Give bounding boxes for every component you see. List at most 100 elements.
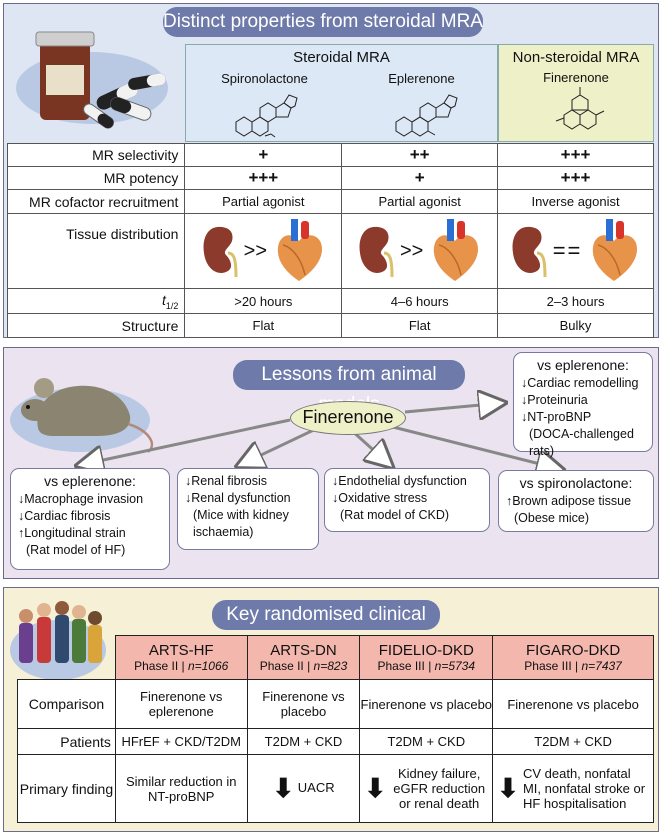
box-vs-eplerenone-hf: vs eplerenone: ↓Macrophage invasion ↓Car… xyxy=(10,468,170,570)
finding-cell: ⬇ UACR xyxy=(246,754,361,823)
box-note: (Rat model of HF) xyxy=(26,543,126,557)
table-row: Tissue distribution >> >> == xyxy=(6,213,654,289)
cell-value: T2DM + CKD xyxy=(492,728,654,755)
item-text: Renal dysfunction xyxy=(191,491,291,505)
cell-value: T2DM + CKD xyxy=(359,728,494,755)
pill-bottle-icon xyxy=(16,31,168,129)
box-kidney-ischaemia: ↓Renal fibrosis ↓Renal dysfunction (Mice… xyxy=(177,468,319,550)
trial-name: FIDELIO-DKD xyxy=(378,642,474,659)
heart-icon xyxy=(593,219,638,281)
kidney-icon xyxy=(203,226,238,278)
tissue-ratio: == xyxy=(552,238,583,263)
cell-value: + xyxy=(341,166,499,190)
down-arrow-icon: ⬇ xyxy=(364,773,387,803)
finding-text: CV death, nonfatal MI, nonfatal stroke o… xyxy=(522,766,646,811)
finding-text: UACR xyxy=(297,779,335,795)
list-item: ↓NT-proBNP xyxy=(521,409,645,426)
finding-text: Kidney failure, eGFR reduction or renal … xyxy=(393,766,486,811)
cell-value: +++ xyxy=(497,143,654,167)
cell-value: +++ xyxy=(497,166,654,190)
box-header: vs eplerenone: xyxy=(537,357,629,373)
down-arrow-icon: ↓ xyxy=(18,492,25,506)
down-arrow-icon: ↓ xyxy=(521,393,528,407)
row-label: Structure xyxy=(6,313,186,338)
heart-icon xyxy=(277,219,323,281)
row-label: MR selectivity xyxy=(6,143,186,167)
cell-value: 2–3 hours xyxy=(497,288,654,314)
item-text: Oxidative stress xyxy=(338,491,428,505)
list-item: ↓Proteinuria xyxy=(521,392,645,409)
tissue-cell: == xyxy=(497,213,654,289)
empty-corner xyxy=(18,636,116,680)
table-row: Primary finding Similar reduction in NT-… xyxy=(17,754,654,823)
cell-value: Partial agonist xyxy=(341,189,499,214)
trial-name: ARTS-DN xyxy=(270,642,337,659)
box-vs-spironolactone: vs spironolactone: ↑Brown adipose tissue… xyxy=(498,470,654,532)
down-arrow-icon: ↓ xyxy=(185,491,192,505)
cell-value: T2DM + CKD xyxy=(246,728,361,755)
box-ckd-model: ↓Endothelial dysfunction ↓Oxidative stre… xyxy=(324,468,490,532)
item-text: NT-proBNP xyxy=(527,410,592,424)
cell-value: Similar reduction in NT-proBNP xyxy=(114,754,248,823)
item-text: Longitudinal strain xyxy=(24,526,126,540)
people-group-icon xyxy=(10,601,106,680)
up-arrow-icon: ↑ xyxy=(506,494,513,508)
list-item: ↓Macrophage invasion xyxy=(18,491,162,508)
trial-phase: Phase III xyxy=(377,659,425,673)
steroidal-header-cell: Steroidal MRA Spironolactone Eplerenone xyxy=(185,44,498,142)
item-text: Cardiac remodelling xyxy=(527,376,639,390)
eplerenone-structure-icon xyxy=(395,94,458,137)
table-row: MR potency +++ + +++ xyxy=(6,166,654,190)
cell-value: + xyxy=(184,143,343,167)
item-text: Brown adipose tissue xyxy=(512,494,632,508)
item-text: Proteinuria xyxy=(527,393,588,407)
properties-table: MR selectivity + ++ +++ MR potency +++ +… xyxy=(6,143,654,338)
cell-value: +++ xyxy=(184,166,343,190)
row-label: Patients xyxy=(17,728,116,755)
down-arrow-icon: ↓ xyxy=(521,376,528,390)
cell-value: Finerenone vs placebo xyxy=(246,679,361,729)
down-arrow-icon: ↓ xyxy=(185,474,192,488)
box-vs-eplerenone-rats: vs eplerenone: ↓Cardiac remodelling ↓Pro… xyxy=(513,352,653,458)
down-arrow-icon: ↓ xyxy=(521,410,528,424)
kidney-icon xyxy=(359,226,394,278)
finerenone-structure-icon xyxy=(555,87,605,130)
cell-value: HFrEF + CKD/T2DM xyxy=(114,728,248,755)
nonsteroidal-header-cell: Non-steroidal MRA Finerenone xyxy=(498,44,654,142)
half-life-sub: 1/2 xyxy=(165,300,179,311)
arrows-diagram xyxy=(0,347,662,579)
trial-n: n=823 xyxy=(313,659,348,673)
list-item: ↓Cardiac fibrosis xyxy=(18,508,162,525)
finding-cell: ⬇Kidney failure, eGFR reduction or renal… xyxy=(359,754,494,823)
list-item: ↑Longitudinal strain xyxy=(18,525,162,542)
tissue-cell: >> xyxy=(341,213,499,289)
trial-n: n=1066 xyxy=(187,659,229,673)
item-text: Endothelial dysfunction xyxy=(338,474,467,488)
cell-value: Finerenone vs eplerenone xyxy=(114,679,248,729)
cell-value: >20 hours xyxy=(184,288,343,314)
row-label: MR potency xyxy=(6,166,186,190)
table-row: Structure Flat Flat Bulky xyxy=(6,313,654,338)
trial-name: ARTS-HF xyxy=(148,642,214,659)
cell-value: Partial agonist xyxy=(184,189,343,214)
trial-phase: Phase II xyxy=(259,659,304,673)
down-arrow-icon: ⬇ xyxy=(272,773,295,803)
trial-name: FIGARO-DKD xyxy=(526,642,621,659)
box-note: (Rat model of CKD) xyxy=(340,508,450,522)
list-item: ↓Oxidative stress xyxy=(332,490,482,507)
cell-value: ++ xyxy=(341,143,499,167)
list-item: ↓Renal fibrosis xyxy=(185,473,311,490)
trial-n: n=5734 xyxy=(434,659,476,673)
item-text: Cardiac fibrosis xyxy=(24,509,111,523)
cell-value: Flat xyxy=(184,313,343,338)
table-row: Patients HFrEF + CKD/T2DM T2DM + CKD T2D… xyxy=(17,728,654,755)
row-label: MR cofactor recruitment xyxy=(6,189,186,214)
list-item: ↑Brown adipose tissue xyxy=(506,493,646,510)
tissue-ratio: >> xyxy=(243,239,268,262)
nonsteroidal-label: Non-steroidal MRA xyxy=(512,49,640,66)
kidney-icon xyxy=(512,226,547,278)
item-text: Renal fibrosis xyxy=(191,474,267,488)
list-item: ↓Endothelial dysfunction xyxy=(332,473,482,490)
finerenone-node: Finerenone xyxy=(290,401,406,435)
